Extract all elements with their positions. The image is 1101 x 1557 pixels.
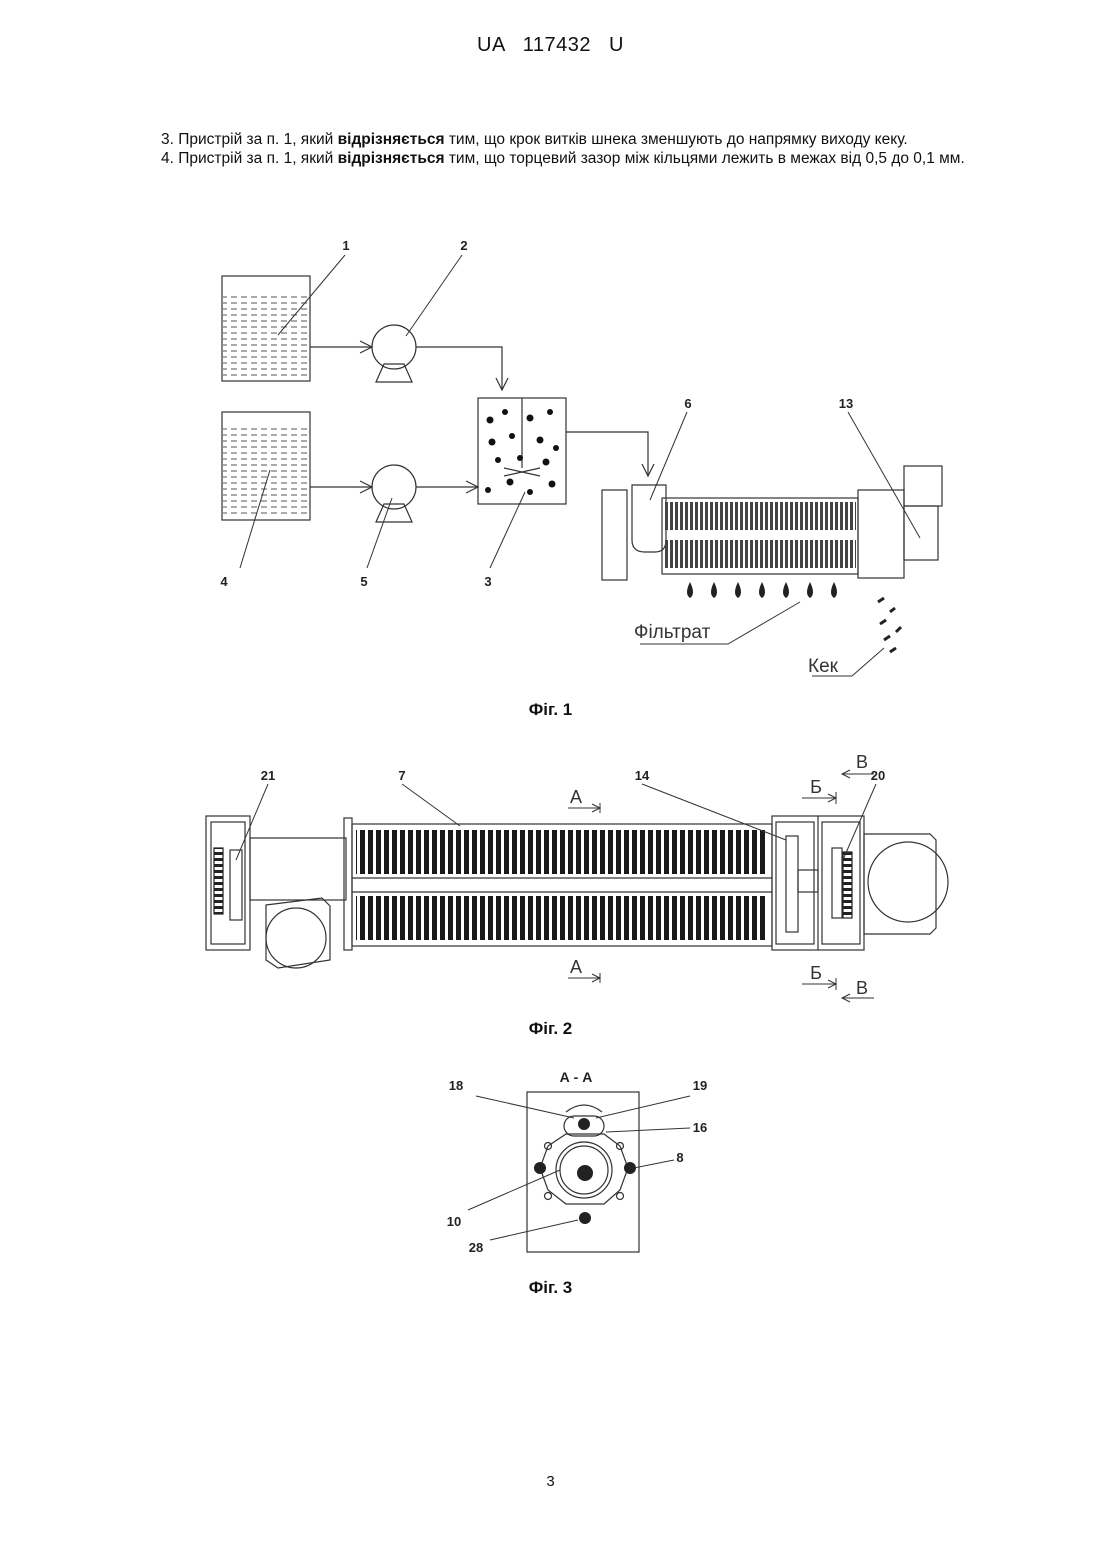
claim-4: 4. Пристрій за п. 1, який відрізняється … — [161, 149, 995, 168]
figure-2-caption: Фіг. 2 — [0, 1019, 1101, 1039]
label-16: 16 — [693, 1120, 707, 1135]
claim-4-text-end: тим, що торцевий зазор між кільцями лежи… — [445, 150, 965, 167]
label-21: 21 — [261, 768, 275, 783]
label-20: 20 — [871, 768, 885, 783]
figure-2-diagram: 21 7 14 20 А А Б Б В В — [0, 755, 1101, 1010]
figure-3-diagram: А - А 18 19 16 8 10 28 — [0, 1065, 1101, 1265]
page-number: 3 — [0, 1473, 1101, 1490]
label-28: 28 — [469, 1240, 483, 1255]
document-number: UA 117432 U — [0, 34, 1101, 57]
label-cake: Кек — [808, 656, 839, 677]
label-3: 3 — [484, 574, 491, 589]
claim-3-keyword: відрізняється — [338, 131, 445, 148]
figure-3-caption: Фіг. 3 — [0, 1278, 1101, 1298]
label-18: 18 — [449, 1078, 463, 1093]
label-19: 19 — [693, 1078, 707, 1093]
section-v-bottom: В — [856, 978, 868, 998]
section-title: А - А — [560, 1069, 593, 1085]
label-1: 1 — [342, 238, 349, 253]
claim-4-keyword: відрізняється — [338, 150, 445, 167]
section-a-top: А — [570, 787, 582, 807]
label-2: 2 — [460, 238, 467, 253]
label-filtrate: Фільтрат — [634, 622, 711, 643]
section-b-bottom: Б — [810, 963, 822, 983]
label-14: 14 — [635, 768, 650, 783]
label-6: 6 — [684, 396, 691, 411]
section-b-top: Б — [810, 777, 822, 797]
label-4: 4 — [220, 574, 228, 589]
label-7: 7 — [398, 768, 405, 783]
label-13: 13 — [839, 396, 853, 411]
claim-3-text-start: 3. Пристрій за п. 1, який — [161, 131, 338, 148]
figure-1-caption: Фіг. 1 — [0, 700, 1101, 720]
label-8: 8 — [676, 1150, 683, 1165]
label-10: 10 — [447, 1214, 461, 1229]
section-a-bottom: А — [570, 957, 582, 977]
hopper-6 — [632, 485, 666, 552]
claim-3: 3. Пристрій за п. 1, який відрізняється … — [161, 130, 995, 149]
label-5: 5 — [360, 574, 367, 589]
claim-3-text-end: тим, що крок витків шнека зменшують до н… — [445, 131, 908, 148]
claim-4-text-start: 4. Пристрій за п. 1, який — [161, 150, 338, 167]
pump-5 — [372, 465, 416, 509]
claims-text: 3. Пристрій за п. 1, який відрізняється … — [161, 130, 995, 168]
figure-1-diagram: 1 2 3 4 5 6 13 Фільтрат Кек — [0, 230, 1101, 700]
section-v-top: В — [856, 755, 868, 772]
